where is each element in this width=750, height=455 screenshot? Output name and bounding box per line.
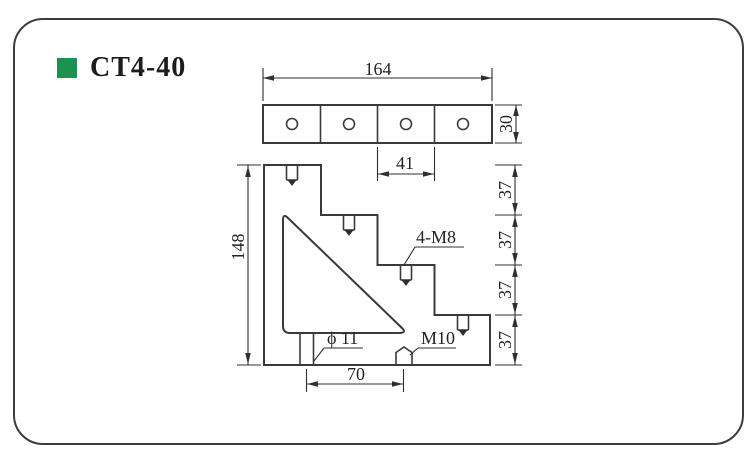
top-view-bar [262, 104, 493, 144]
triangle-cutout [282, 214, 405, 334]
label-4-m8: 4-M8 [403, 227, 464, 266]
stud-hole-m10 [395, 346, 413, 365]
dim-37-text: 37 [495, 281, 515, 299]
label-4-m8-text: 4-M8 [416, 227, 456, 247]
tapped-hole-m8 [456, 315, 470, 336]
dim-bar-height: 30 [495, 104, 522, 144]
dim-41-text: 41 [396, 153, 414, 173]
product-title: CT4-40 [90, 52, 187, 83]
dim-37-text: 37 [495, 331, 515, 349]
dim-hole-pitch: 41 [376, 147, 436, 181]
dim-30-text: 30 [496, 115, 516, 133]
label-phi11-text: ϕ 11 [327, 328, 358, 348]
mounting-hole-circle [456, 117, 470, 131]
dim-hole-spacing: 70 [305, 364, 405, 392]
mounting-hole-circle [342, 117, 356, 131]
tapped-hole-m8 [399, 265, 413, 286]
dim-37-text: 37 [495, 231, 515, 249]
tapped-hole-m8 [342, 215, 356, 236]
dim-70-text: 70 [347, 364, 365, 384]
dim-37-text: 37 [495, 181, 515, 199]
mounting-hole-circle [285, 117, 299, 131]
dim-164-text: 164 [365, 59, 392, 79]
label-phi11: ϕ 11 [313, 328, 363, 362]
tapped-hole-m8 [285, 165, 299, 186]
bracket-outline [263, 164, 491, 366]
dim-148-text: 148 [228, 234, 248, 261]
through-hole-phi11 [299, 333, 315, 365]
dim-bar-length: 164 [262, 59, 493, 101]
dim-bracket-height: 148 [228, 164, 261, 366]
dim-step-chain: 37 37 37 37 [495, 164, 522, 366]
green-bullet-icon [57, 58, 77, 78]
front-view-bracket [263, 164, 491, 366]
label-m10-text: M10 [421, 328, 455, 348]
mounting-hole-circle [399, 117, 413, 131]
product-title-row: CT4-40 [57, 52, 186, 84]
label-m10: M10 [409, 328, 456, 356]
